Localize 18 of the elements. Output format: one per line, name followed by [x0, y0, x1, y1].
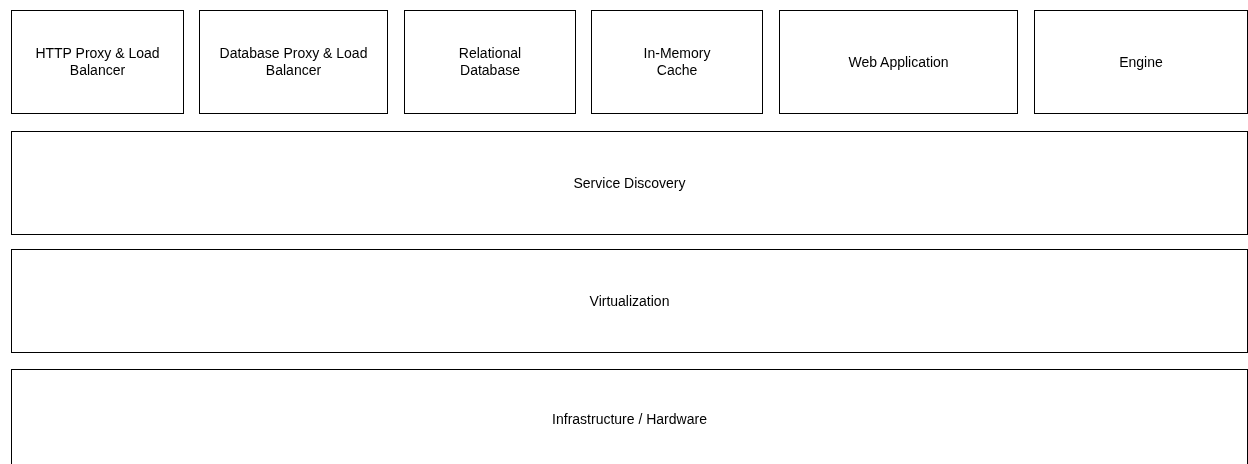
box-label: Web Application	[848, 53, 949, 71]
component-box	[1034, 10, 1248, 114]
component-box	[199, 10, 388, 114]
box-label: Relational Database	[457, 45, 523, 79]
layer-band	[11, 249, 1248, 353]
component-box	[779, 10, 1018, 114]
box-label: In-Memory Cache	[642, 45, 712, 79]
component-box	[404, 10, 576, 114]
box-label: HTTP Proxy & Load Balancer	[34, 45, 161, 79]
component-box	[591, 10, 763, 114]
box-label: Virtualization	[589, 292, 670, 310]
box-label: Infrastructure / Hardware	[552, 410, 707, 428]
box-label: Engine	[1119, 53, 1163, 71]
component-box	[11, 10, 184, 114]
box-label: Database Proxy & Load Balancer	[218, 45, 369, 79]
layer-band	[11, 369, 1248, 464]
layer-band	[11, 131, 1248, 235]
box-label: Service Discovery	[573, 174, 686, 192]
